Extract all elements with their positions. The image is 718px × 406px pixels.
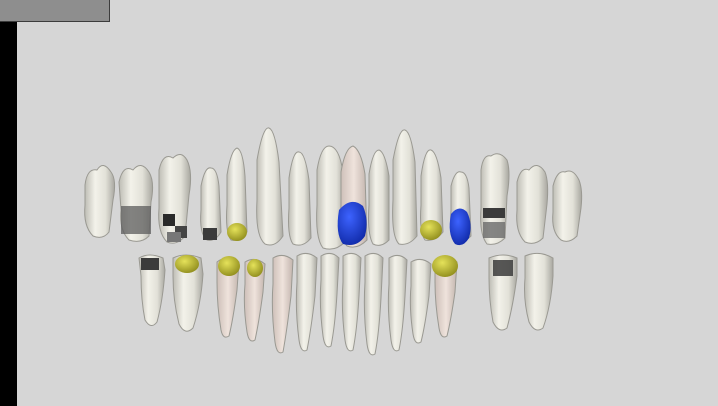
dental-chart-3d[interactable] bbox=[17, 0, 718, 406]
tooth-upper-6[interactable] bbox=[257, 128, 283, 245]
tooth-lower-5[interactable] bbox=[272, 255, 293, 352]
tooth-chart-viewport[interactable] bbox=[17, 0, 718, 406]
corner-tab-button[interactable] bbox=[0, 0, 110, 22]
crown-dark-1 bbox=[121, 206, 151, 234]
lower-arch bbox=[139, 253, 553, 354]
crown-dark-9 bbox=[493, 260, 513, 276]
tooth-upper-15[interactable] bbox=[517, 165, 548, 243]
yellow-mark-1[interactable] bbox=[227, 223, 247, 241]
crown-dark-7 bbox=[483, 222, 505, 238]
yellow-mark-5[interactable] bbox=[247, 259, 263, 277]
crown-dark-8 bbox=[141, 258, 159, 270]
tooth-lower-6[interactable] bbox=[296, 253, 317, 350]
yellow-mark-3[interactable] bbox=[175, 255, 199, 273]
tooth-lower-7[interactable] bbox=[320, 253, 339, 346]
blue-filling-2[interactable] bbox=[450, 208, 471, 245]
tooth-lower-11[interactable] bbox=[410, 259, 431, 343]
crown-dark-2 bbox=[163, 214, 175, 226]
crown-dark-4 bbox=[167, 232, 181, 242]
yellow-mark-6[interactable] bbox=[432, 255, 458, 277]
tooth-lower-14[interactable] bbox=[525, 253, 554, 330]
crown-dark-5 bbox=[203, 228, 217, 240]
crown-dark-6 bbox=[483, 208, 505, 218]
tooth-upper-1[interactable] bbox=[85, 165, 115, 237]
upper-arch bbox=[85, 128, 582, 249]
yellow-mark-4[interactable] bbox=[218, 256, 240, 276]
tooth-upper-10[interactable] bbox=[369, 150, 390, 245]
tooth-upper-7[interactable] bbox=[289, 152, 312, 245]
tooth-upper-11[interactable] bbox=[393, 130, 417, 244]
tooth-lower-9[interactable] bbox=[364, 253, 383, 354]
yellow-mark-2[interactable] bbox=[420, 220, 442, 240]
tooth-lower-10[interactable] bbox=[388, 255, 407, 350]
tooth-lower-8[interactable] bbox=[342, 253, 361, 350]
tooth-upper-16[interactable] bbox=[553, 171, 582, 241]
blue-filling-1[interactable] bbox=[338, 202, 367, 245]
